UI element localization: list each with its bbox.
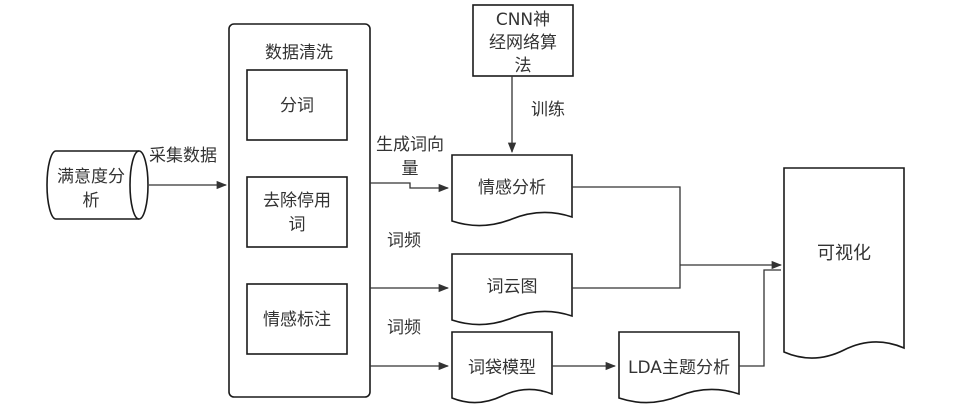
satisfaction-label-line2: 析 (83, 191, 100, 211)
cnn-label-line3: 法 (515, 56, 532, 76)
freq-edge-1-label: 词频 (387, 231, 421, 251)
vector-edge-label-line1: 生成词向 (376, 135, 444, 155)
sentiment-label: 情感分析 (478, 178, 546, 198)
freq-edge-1: 词频 (370, 231, 450, 293)
sentiment-node: 情感分析 (451, 154, 573, 227)
freq-edge-2: 词频 (370, 318, 450, 371)
visualize-node: 可视化 (783, 167, 905, 359)
stopwords-node: 去除停用 词 (246, 176, 348, 248)
segment-label: 分词 (280, 96, 314, 116)
bow-node: 词袋模型 (451, 331, 553, 404)
train-edge-label: 训练 (531, 100, 565, 120)
vector-edge-label-line2: 量 (402, 159, 419, 179)
segment-node: 分词 (246, 69, 348, 141)
data-cleaning-title: 数据清洗 (265, 43, 333, 63)
cnn-node: CNN神 经网络算 法 (472, 4, 574, 77)
lda-node: LDA主题分析 (618, 331, 740, 404)
visualize-label: 可视化 (817, 243, 871, 264)
merge-edges (572, 186, 783, 367)
cnn-label-line1: CNN神 (496, 10, 550, 30)
stopwords-label-line2: 词 (289, 215, 306, 235)
wordcloud-label: 词云图 (487, 277, 538, 297)
satisfaction-label-line1: 满意度分 (57, 167, 125, 187)
satisfaction-source-node: 满意度分 析 (46, 150, 149, 220)
lda-label: LDA主题分析 (628, 358, 730, 378)
freq-edge-2-label: 词频 (387, 318, 421, 338)
data-cleaning-group: 数据清洗 分词 去除停用 词 情感标注 (228, 23, 371, 398)
vector-edge: 生成词向 量 (370, 135, 450, 193)
annotate-node: 情感标注 (246, 283, 348, 355)
collect-edge: 采集数据 (149, 146, 228, 190)
wordcloud-node: 词云图 (451, 253, 573, 326)
bow-label: 词袋模型 (468, 358, 536, 378)
stopwords-label-line1: 去除停用 (263, 191, 331, 211)
train-edge: 训练 (507, 76, 565, 154)
cnn-label-line2: 经网络算 (489, 33, 557, 53)
collect-edge-label: 采集数据 (149, 146, 217, 166)
annotate-label: 情感标注 (263, 310, 331, 330)
